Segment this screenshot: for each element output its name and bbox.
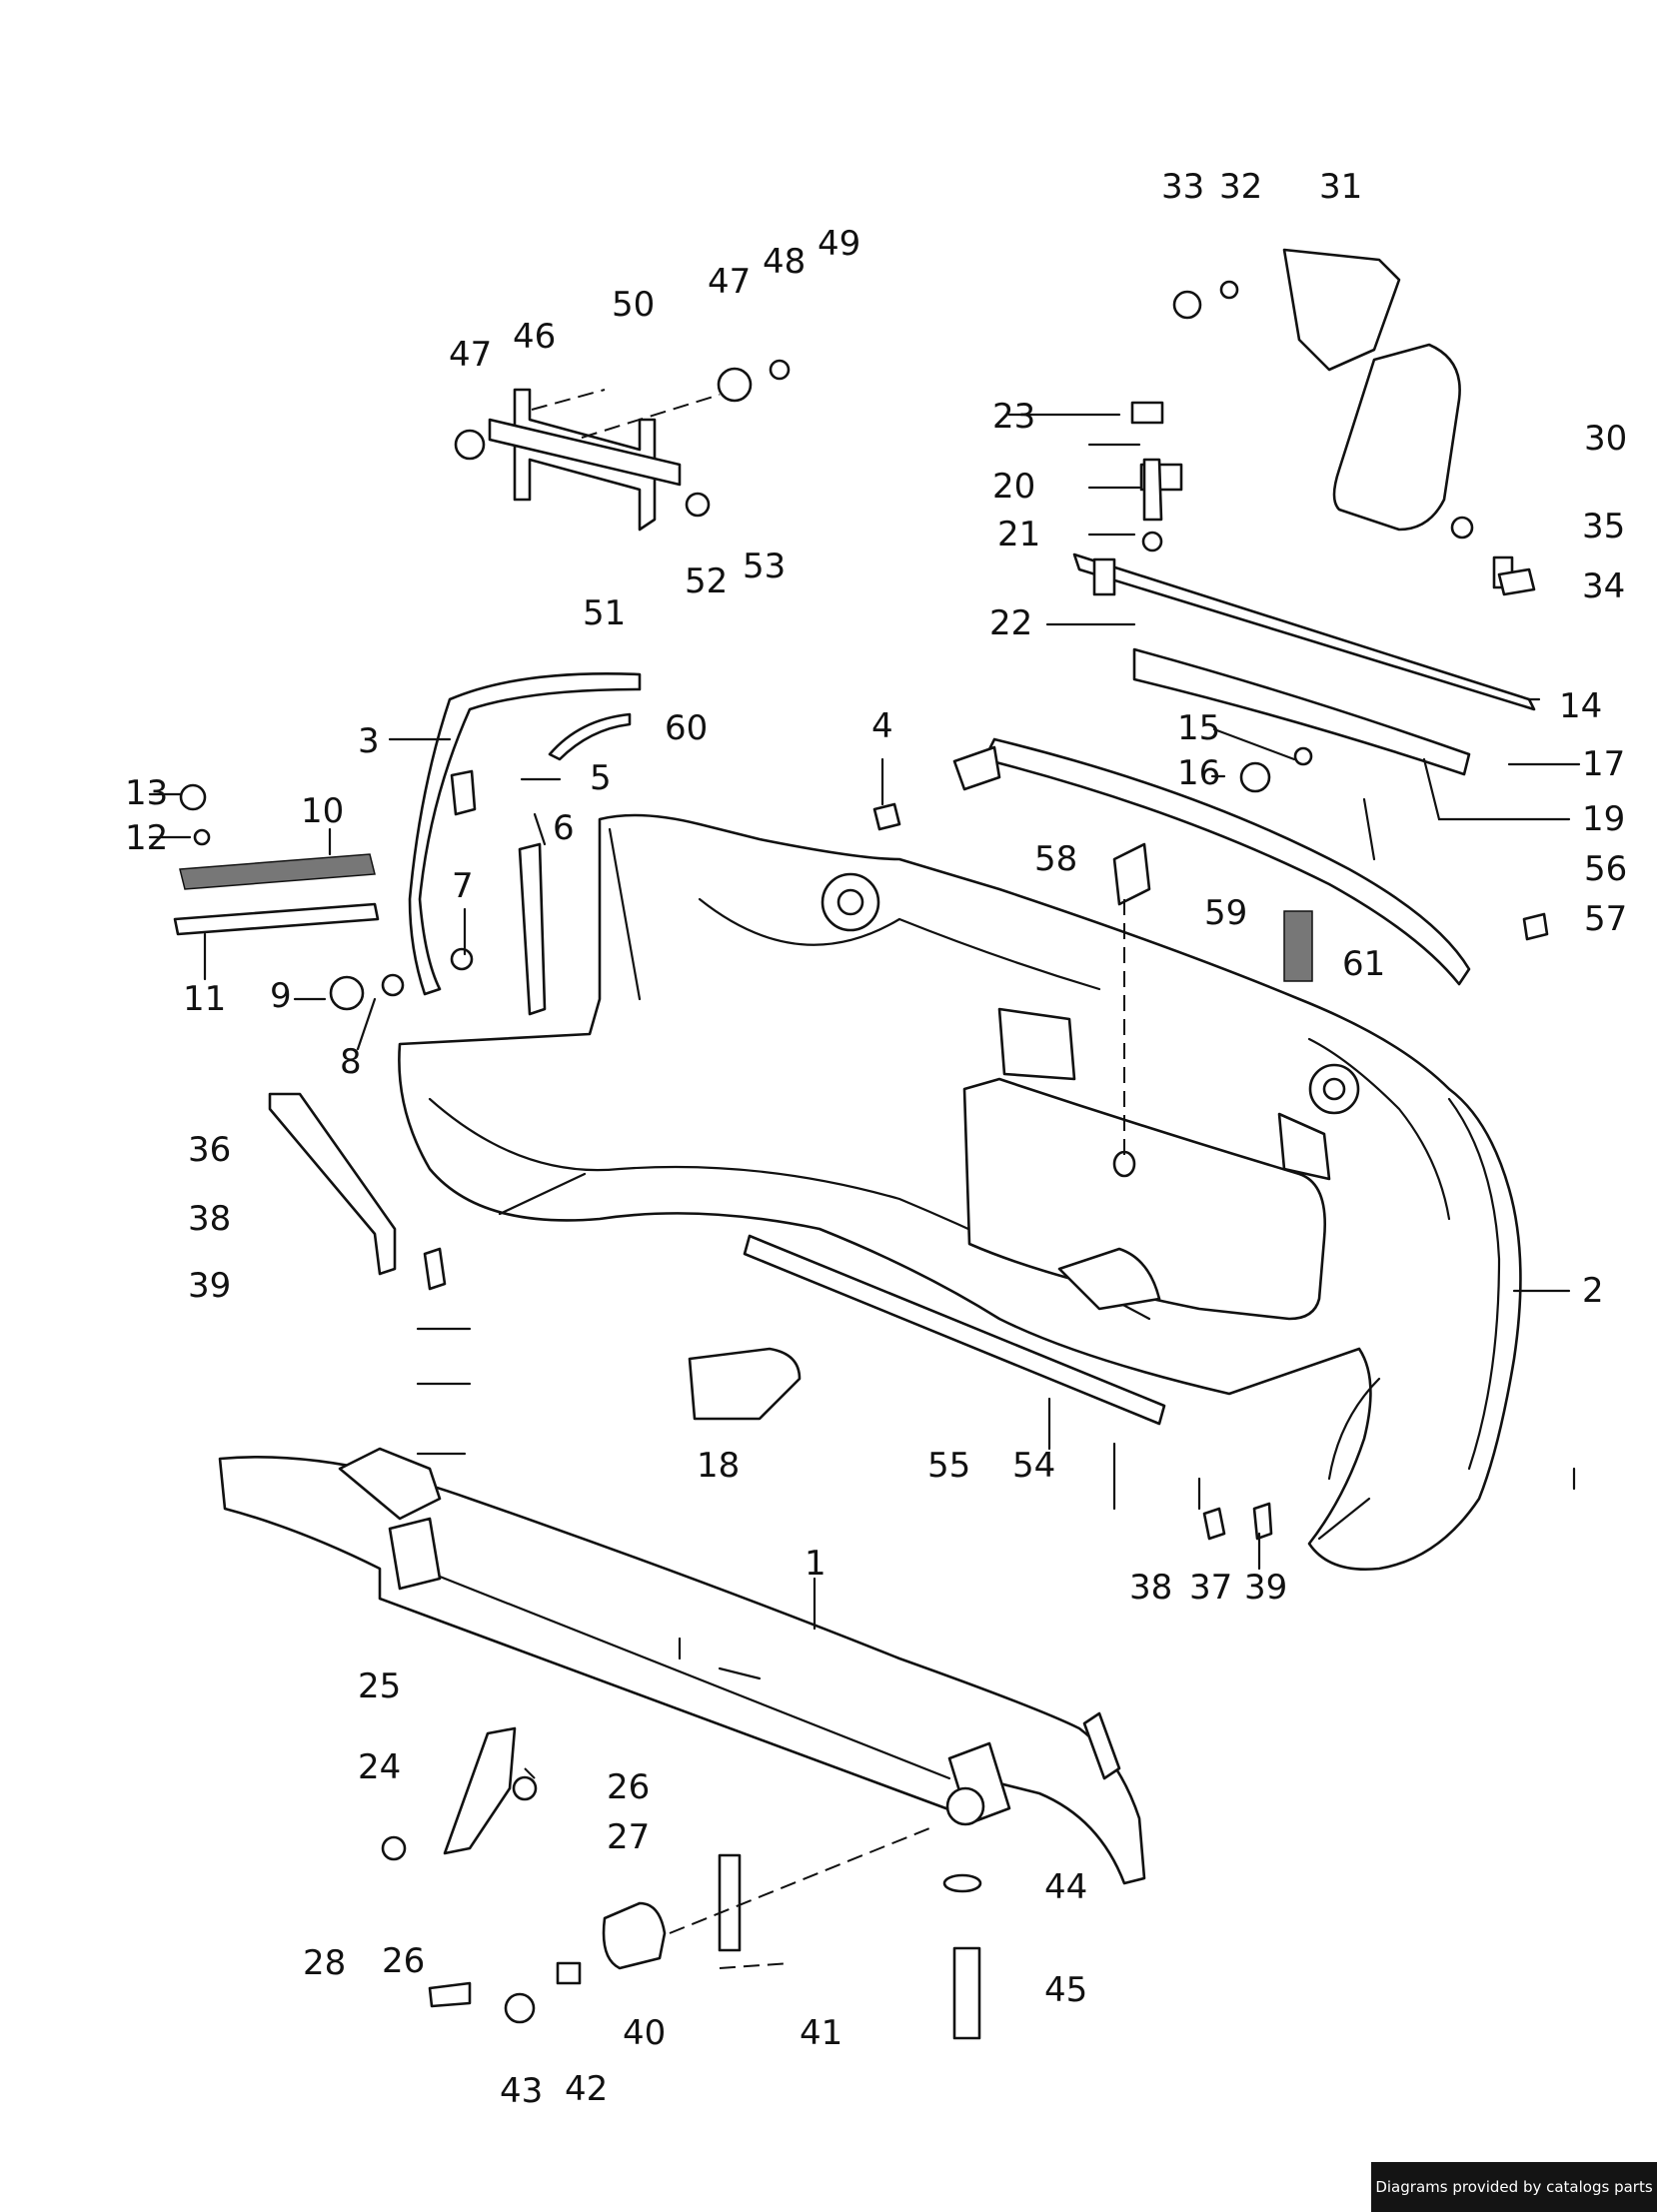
label-10: 10 bbox=[301, 791, 345, 831]
label-40: 40 bbox=[623, 2013, 667, 2053]
label-3: 3 bbox=[358, 721, 380, 761]
label-39-left: 39 bbox=[188, 1266, 232, 1306]
label-4: 4 bbox=[871, 706, 893, 746]
label-50: 50 bbox=[612, 285, 656, 325]
label-27: 27 bbox=[607, 1817, 651, 1857]
label-7: 7 bbox=[452, 866, 474, 906]
label-15: 15 bbox=[1177, 708, 1221, 748]
label-48: 48 bbox=[763, 242, 807, 282]
label-26-right: 26 bbox=[607, 1767, 651, 1807]
label-36: 36 bbox=[188, 1130, 232, 1170]
label-45: 45 bbox=[1044, 1970, 1088, 2010]
label-28: 28 bbox=[303, 1943, 347, 1983]
label-61: 61 bbox=[1342, 944, 1386, 984]
lower-strip bbox=[743, 1234, 1166, 1426]
label-52: 52 bbox=[685, 561, 729, 601]
label-34: 34 bbox=[1582, 566, 1626, 606]
part-31 bbox=[1282, 248, 1401, 372]
label-35: 35 bbox=[1582, 507, 1626, 547]
label-6: 6 bbox=[553, 808, 575, 848]
label-32: 32 bbox=[1219, 167, 1263, 207]
label-58: 58 bbox=[1034, 839, 1078, 879]
label-41: 41 bbox=[800, 2013, 843, 2053]
label-55: 55 bbox=[927, 1446, 971, 1486]
label-13: 13 bbox=[125, 773, 169, 813]
label-30: 30 bbox=[1584, 419, 1628, 459]
label-8: 8 bbox=[340, 1042, 362, 1082]
label-14: 14 bbox=[1559, 686, 1603, 726]
part-36 bbox=[268, 1092, 397, 1276]
label-54: 54 bbox=[1012, 1446, 1056, 1486]
part-46-plate bbox=[488, 418, 682, 487]
label-22: 22 bbox=[989, 603, 1033, 643]
label-60: 60 bbox=[665, 708, 709, 748]
label-16: 16 bbox=[1177, 753, 1221, 793]
side-seal bbox=[408, 671, 642, 996]
label-20: 20 bbox=[992, 467, 1036, 507]
label-23: 23 bbox=[992, 397, 1036, 437]
center-bracket bbox=[962, 1007, 1331, 1321]
label-56: 56 bbox=[1584, 849, 1628, 889]
label-53: 53 bbox=[743, 547, 787, 586]
label-5: 5 bbox=[590, 758, 612, 798]
label-51: 51 bbox=[583, 593, 627, 633]
label-9: 9 bbox=[270, 976, 292, 1016]
part-18 bbox=[688, 1347, 802, 1421]
upper-trim-strip bbox=[952, 737, 1471, 986]
spacer-strip bbox=[1072, 553, 1536, 711]
label-11: 11 bbox=[183, 979, 227, 1019]
label-17: 17 bbox=[1582, 744, 1626, 784]
foam-strip bbox=[1132, 647, 1471, 776]
label-57: 57 bbox=[1584, 899, 1628, 939]
label-33: 33 bbox=[1161, 167, 1205, 207]
label-44: 44 bbox=[1044, 1867, 1088, 1907]
footer-credit: Diagrams provided by catalogs parts bbox=[1371, 2162, 1657, 2212]
reinforcement-beam bbox=[218, 1447, 1146, 1885]
label-59: 59 bbox=[1204, 893, 1248, 933]
label-46: 46 bbox=[513, 317, 557, 357]
label-25: 25 bbox=[358, 1666, 402, 1706]
hardware bbox=[179, 280, 1549, 2040]
part-30 bbox=[1332, 343, 1461, 532]
part-6 bbox=[518, 842, 547, 1016]
label-38-left: 38 bbox=[188, 1199, 232, 1239]
label-39-right: 39 bbox=[1244, 1568, 1288, 1608]
label-49: 49 bbox=[818, 224, 861, 264]
label-24: 24 bbox=[358, 1747, 402, 1787]
part-10 bbox=[179, 853, 376, 890]
label-26-bottom: 26 bbox=[382, 1941, 426, 1981]
label-43: 43 bbox=[500, 2071, 544, 2111]
label-18: 18 bbox=[697, 1446, 741, 1486]
leader-lines bbox=[148, 413, 1581, 1660]
label-37: 37 bbox=[1189, 1568, 1233, 1608]
label-38-right: 38 bbox=[1129, 1568, 1173, 1608]
label-21: 21 bbox=[997, 515, 1041, 554]
label-12: 12 bbox=[125, 818, 169, 858]
label-47-left: 47 bbox=[449, 335, 493, 375]
part-60 bbox=[548, 712, 632, 761]
label-1: 1 bbox=[805, 1544, 827, 1584]
guide-lines bbox=[524, 389, 1125, 1969]
label-19: 19 bbox=[1582, 799, 1626, 839]
label-2: 2 bbox=[1582, 1271, 1604, 1311]
label-47-right: 47 bbox=[708, 262, 752, 302]
part-11 bbox=[173, 902, 380, 936]
label-42: 42 bbox=[565, 2069, 609, 2109]
label-31: 31 bbox=[1319, 167, 1363, 207]
